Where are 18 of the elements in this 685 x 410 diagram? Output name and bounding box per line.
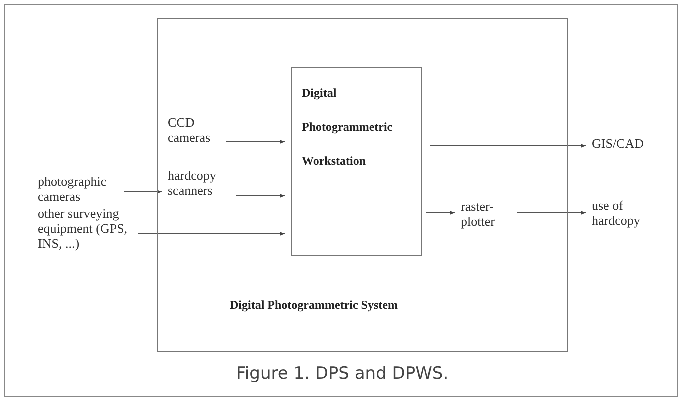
node-label: other surveying equipment (GPS, INS, ...) xyxy=(38,206,129,251)
node-label: GIS/CAD xyxy=(592,136,644,151)
arrow xyxy=(426,211,456,215)
system-box xyxy=(157,18,568,352)
figure-caption: Figure 1. DPS and DPWS. xyxy=(236,364,449,384)
node-label: hardcopy scanners xyxy=(168,168,218,198)
node-label: use of hardcopy xyxy=(592,198,642,228)
node-label: CCD cameras xyxy=(168,115,212,145)
arrow xyxy=(124,190,162,194)
box-title: Digital Photogrammetric Workstation xyxy=(302,85,394,170)
arrow xyxy=(516,211,586,215)
arrow xyxy=(236,194,286,198)
box-title: Digital Photogrammetric System xyxy=(230,297,398,313)
arrow xyxy=(226,140,286,144)
workstation-box xyxy=(291,67,422,256)
arrow xyxy=(430,144,586,148)
node-label: raster-plotter xyxy=(461,199,496,229)
arrow xyxy=(138,232,286,236)
